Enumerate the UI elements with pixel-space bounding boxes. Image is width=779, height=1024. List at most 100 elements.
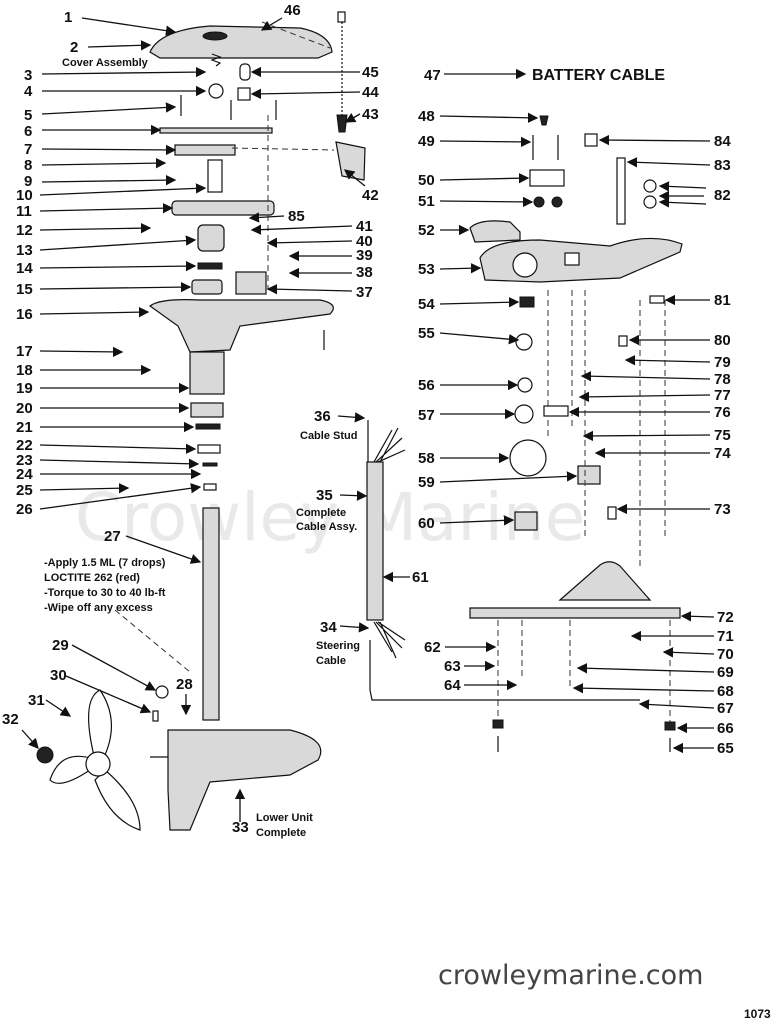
callout-7: 7 [24,141,32,158]
part-55 [515,333,533,351]
callout-66: 66 [717,720,734,737]
leader-arrow [260,17,283,31]
callout-62: 62 [424,639,441,656]
callout-31: 31 [28,692,45,709]
leader-arrow [439,112,539,124]
nut-29 [155,685,169,699]
leader-arrow [250,224,353,235]
spring-part [210,53,222,67]
cone-dash [231,147,335,151]
callout-43: 43 [362,106,379,123]
leader-arrow [439,263,482,274]
pin-26-part [203,483,217,491]
callout-59: 59 [418,474,435,491]
leader-arrow [439,173,530,184]
callout-75: 75 [714,427,731,444]
leader-arrow [626,157,711,168]
callout-69: 69 [717,664,734,681]
leader-arrow [39,203,174,214]
callout-11: 11 [16,203,32,220]
leader-arrow [658,197,707,208]
leader-arrow [582,430,711,442]
lower-unit-label-1: Lower Unit [256,812,313,824]
long-shaft [202,507,220,721]
cover-dash [261,21,331,49]
callout-44: 44 [362,84,379,101]
prop-hub [85,751,111,777]
callout-38: 38 [356,264,373,281]
leader-arrow [81,17,177,36]
bracket-part [235,271,267,295]
switch-50 [529,169,565,187]
foot-66a [492,719,504,729]
callout-9: 9 [24,173,32,190]
cover-knob [202,31,228,41]
cable-stud-label: Cable Stud [300,430,357,442]
gear-part [174,144,236,156]
pin-30 [152,710,159,722]
steering-cable-label-1: Steering [316,640,360,652]
cable-wires-top [373,427,406,463]
callout-51: 51 [418,193,435,210]
callout-35: 35 [316,487,333,504]
pin-81 [649,295,665,304]
housing-part [149,299,334,353]
plate-part [159,127,273,134]
handle-boss [512,252,538,278]
callout-39: 39 [356,247,373,264]
leader-arrow [337,412,366,423]
callout-25: 25 [16,482,33,499]
foot-66b [664,721,676,731]
callout-64: 64 [444,677,461,694]
callout-80: 80 [714,332,731,349]
callout-27: 27 [104,528,121,545]
callout-3: 3 [24,67,32,84]
callout-17: 17 [16,343,33,360]
leader-arrow [39,483,202,510]
tiller-cap [337,11,346,23]
callout-30: 30 [50,667,67,684]
callout-61: 61 [412,569,429,586]
bearing-part [197,262,223,270]
leader-arrow [662,647,715,658]
leader-arrow [39,222,152,234]
callout-56: 56 [418,377,435,394]
callout-5: 5 [24,107,32,124]
shaft-dash [114,609,191,673]
leader-arrow [439,196,534,208]
page-number: 1073 [744,1007,771,1021]
callout-71: 71 [717,628,734,645]
callout-68: 68 [717,683,734,700]
leader-arrow [39,458,200,469]
pin-part [239,63,251,81]
part-80 [618,335,628,347]
part-57 [514,404,534,424]
note-line-2: LOCTITE 262 (red) [44,572,140,584]
leader-arrow [39,306,150,318]
callout-13: 13 [16,242,33,259]
leader-arrow [439,136,532,148]
prop-blade-b [94,769,141,831]
callout-16: 16 [16,306,33,323]
callout-arrows [21,17,715,822]
block-part [237,87,251,101]
callout-26: 26 [16,501,33,518]
knob-48 [539,115,549,126]
callout-22: 22 [16,437,33,454]
cover-shape [149,25,333,59]
callout-2: 2 [70,39,78,56]
callout-47: 47 [424,67,441,84]
steering-cable-label-2: Cable [316,655,346,667]
callout-74: 74 [714,445,731,462]
leader-arrow [87,40,152,51]
battery-cable-title: BATTERY CABLE [532,67,665,84]
callout-numbers: 1 2 3 4 5 6 7 8 9 10 11 12 13 14 15 16 1… [2,2,734,836]
handle-window [564,252,580,266]
callout-50: 50 [418,172,435,189]
callout-24: 24 [16,466,33,483]
callout-78: 78 [714,371,731,388]
callout-46: 46 [284,2,301,19]
callout-52: 52 [418,222,435,239]
leader-arrow [41,102,177,115]
leader-arrow [439,471,578,483]
